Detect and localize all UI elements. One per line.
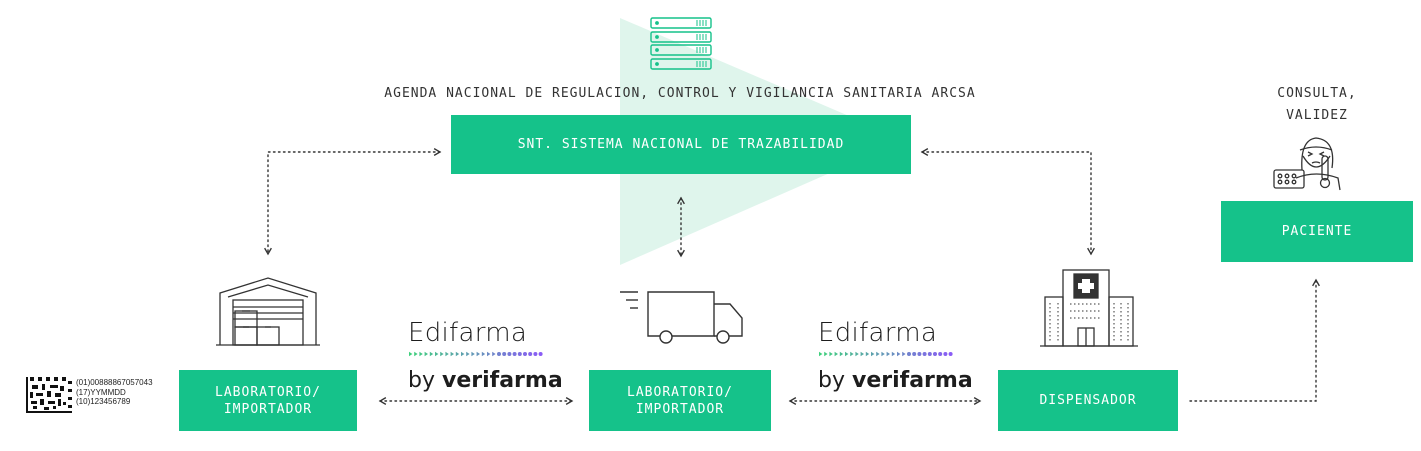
brand-partner: verifarma bbox=[441, 368, 563, 393]
brand-dot bbox=[948, 352, 953, 356]
brand-dot bbox=[450, 351, 454, 357]
brand-dot bbox=[476, 351, 480, 357]
node-lab1[interactable]: LABORATORIO/ IMPORTADOR bbox=[179, 370, 357, 431]
barcode-text: (01)00888867057043 (17)YYMMDD (10)123456… bbox=[76, 378, 153, 407]
brand-dot bbox=[845, 351, 849, 357]
barcode-line: (01)00888867057043 bbox=[76, 378, 153, 387]
node-snt[interactable]: SNT. SISTEMA NACIONAL DE TRAZABILIDAD bbox=[451, 115, 911, 174]
brand-dot bbox=[850, 351, 854, 357]
brand-dot bbox=[922, 352, 927, 356]
brand-dot bbox=[512, 352, 517, 356]
brand-dot bbox=[902, 351, 906, 357]
brand-dot bbox=[876, 351, 880, 357]
brand-dot bbox=[414, 351, 418, 357]
connector-snt-dispensador bbox=[920, 148, 1095, 256]
brand-dots-2 bbox=[819, 351, 953, 357]
node-lab2[interactable]: LABORATORIO/ IMPORTADOR bbox=[589, 370, 771, 431]
connector-snt-lab1 bbox=[264, 148, 442, 256]
node-dispensador[interactable]: DISPENSADOR bbox=[998, 370, 1178, 431]
connectors bbox=[264, 148, 1320, 405]
patient-icon bbox=[1273, 137, 1341, 191]
brand-dot bbox=[891, 351, 896, 357]
brand-dot bbox=[429, 351, 434, 357]
consulta-label: CONSULTA, VALIDEZ bbox=[1277, 86, 1357, 123]
brand-dot bbox=[523, 352, 527, 356]
brand-dot bbox=[435, 351, 439, 357]
brand-dot bbox=[471, 351, 475, 357]
brand-dot bbox=[507, 352, 512, 356]
barcode-line: (17)YYMMDD bbox=[76, 387, 126, 397]
node-paciente[interactable]: PACIENTE bbox=[1221, 201, 1413, 262]
brand-dot bbox=[409, 351, 413, 357]
brand-dot bbox=[933, 352, 937, 356]
barcode-line: (10)123456789 bbox=[76, 397, 131, 406]
brand-dot bbox=[907, 352, 911, 356]
brand-name: Edifarma bbox=[408, 318, 528, 348]
brand-dot bbox=[517, 352, 522, 356]
brand-edifarma-2: Edifarma by verifarma bbox=[818, 318, 978, 393]
brand-dot bbox=[502, 352, 507, 356]
brand-dot bbox=[445, 351, 449, 357]
brand-by: by bbox=[818, 368, 845, 393]
hospital-icon bbox=[1040, 269, 1138, 347]
brand-dot bbox=[886, 351, 890, 357]
brand-dot bbox=[455, 351, 460, 357]
brand-dot bbox=[481, 351, 486, 357]
brand-dot bbox=[938, 352, 943, 356]
brand-dot bbox=[824, 351, 828, 357]
brand-dot bbox=[492, 351, 496, 357]
datamatrix-icon bbox=[26, 377, 72, 413]
brand-by: by bbox=[408, 368, 435, 393]
brand-partner: verifarma bbox=[851, 368, 973, 393]
brand-dot bbox=[871, 351, 875, 357]
brand-dot bbox=[860, 351, 864, 357]
brand-name: Edifarma bbox=[818, 318, 938, 348]
brand-dot bbox=[865, 351, 870, 357]
brand-dot bbox=[839, 351, 844, 357]
brand-dot bbox=[528, 352, 533, 356]
brand-dot bbox=[419, 351, 423, 357]
brand-dot bbox=[440, 351, 444, 357]
brand-dot bbox=[943, 352, 948, 356]
agency-label: AGENDA NACIONAL DE REGULACION, CONTROL Y… bbox=[384, 86, 976, 101]
brand-dot bbox=[819, 351, 823, 357]
brand-dot bbox=[497, 352, 501, 356]
connector-dispensador-paciente bbox=[1189, 278, 1320, 402]
brand-dot bbox=[466, 351, 470, 357]
brand-dot bbox=[487, 351, 491, 357]
brand-dot bbox=[834, 351, 838, 357]
brand-dot bbox=[927, 352, 932, 356]
truck-icon bbox=[620, 291, 743, 344]
warehouse-icon bbox=[216, 277, 320, 346]
brand-edifarma-1: Edifarma by verifarma bbox=[408, 318, 568, 393]
brand-dot bbox=[829, 351, 833, 357]
brand-dot bbox=[897, 351, 901, 357]
server-icon bbox=[650, 17, 712, 70]
brand-dot bbox=[538, 352, 543, 356]
brand-dot bbox=[461, 351, 465, 357]
brand-dot bbox=[533, 352, 538, 356]
brand-dot bbox=[424, 351, 428, 357]
brand-dot bbox=[917, 352, 922, 356]
brand-dot bbox=[855, 351, 859, 357]
brand-dot bbox=[912, 352, 917, 356]
brand-dots-1 bbox=[409, 351, 543, 357]
brand-dot bbox=[881, 351, 885, 357]
